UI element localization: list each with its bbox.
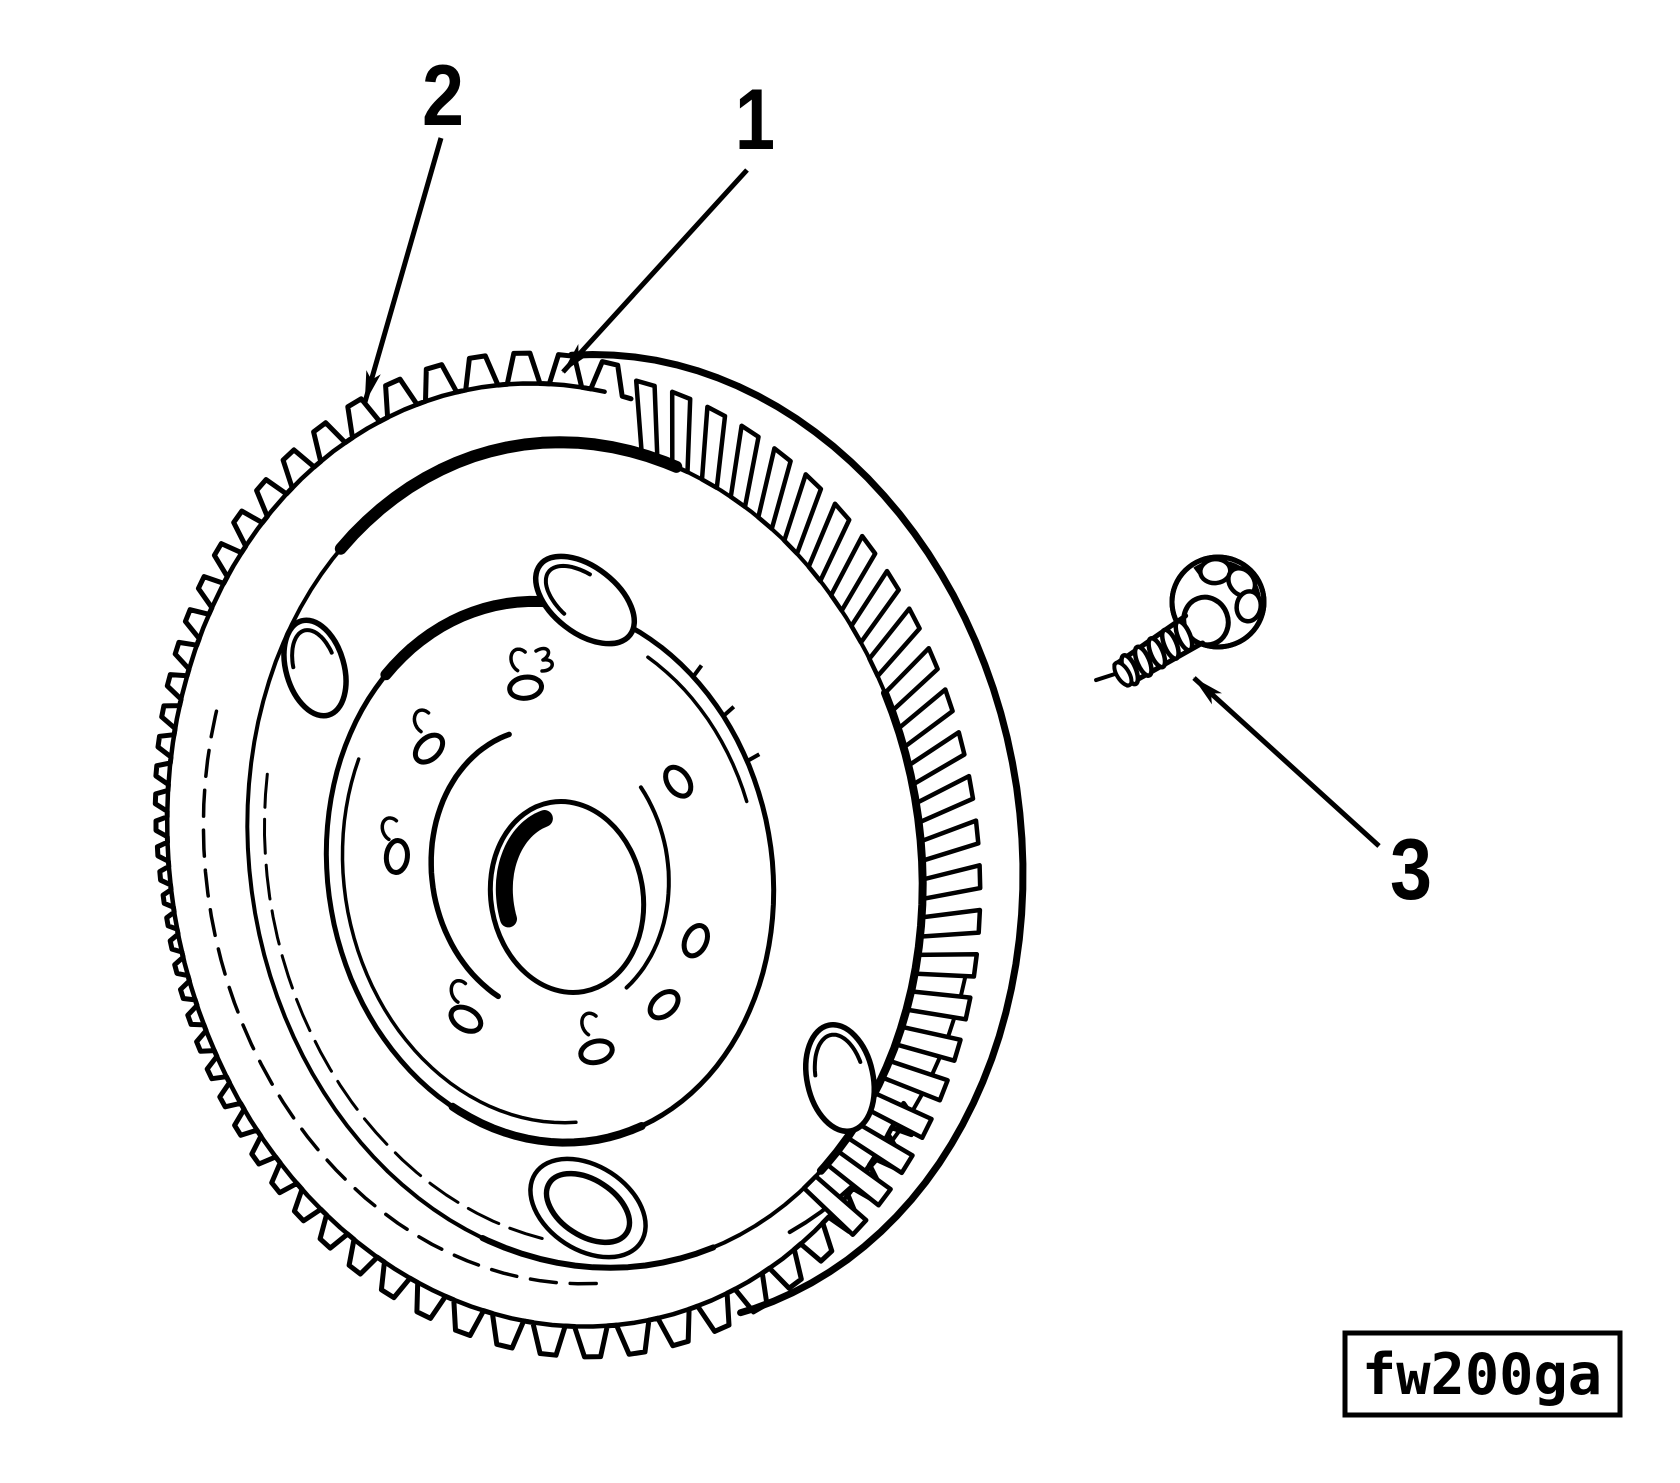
shading-tick — [691, 664, 704, 678]
bolt-shank — [1094, 613, 1206, 688]
gear-tooth-rung — [917, 907, 983, 939]
shading-tick — [449, 978, 468, 1004]
contour-line — [290, 628, 334, 670]
gear-tooth-rung — [782, 472, 824, 556]
recess-shadow-bottom — [448, 1102, 646, 1147]
callout-label-2: 2 — [422, 48, 464, 144]
shading-mark — [534, 646, 554, 673]
gear-tooth-rung — [913, 773, 976, 825]
ring-gear-teeth-silhouette — [152, 350, 920, 1360]
callout-label-1: 1 — [735, 72, 775, 168]
shading-tick — [580, 1011, 598, 1037]
gear-tooth-rung — [756, 446, 793, 532]
shading-tick — [722, 705, 736, 718]
face-shadow-bottom — [479, 1235, 717, 1271]
face-thin-arc — [263, 772, 544, 1240]
hub-bolt-hole — [578, 1038, 615, 1066]
callout-leaders — [362, 137, 1381, 848]
gear-tooth-rung — [904, 989, 973, 1022]
figure-code-box: fw200ga — [1342, 1330, 1623, 1418]
figure-code-text: fw200ga — [1362, 1342, 1602, 1408]
face-shadow-top — [334, 436, 683, 555]
bolt-tip — [1112, 660, 1134, 688]
hub-bolt-hole — [448, 1004, 484, 1034]
face-thin-arc — [201, 707, 598, 1286]
hub-boss-arc — [624, 785, 671, 990]
hub-boss-arc — [428, 731, 512, 1000]
bolt-thread — [1146, 636, 1168, 670]
gear-tooth-rung — [728, 423, 761, 510]
hub-and-bore — [323, 595, 777, 1147]
figure-code-frame — [1342, 1330, 1623, 1418]
bolt-hex-corner — [1234, 589, 1264, 624]
recess-shadow-top — [380, 595, 567, 681]
bolt-thread — [1173, 619, 1195, 653]
hub-bolt-hole — [412, 732, 446, 765]
balance-holes — [281, 553, 877, 1260]
leader-line-3 — [1192, 676, 1381, 848]
hub-bolt-hole — [681, 923, 710, 959]
balance-hole — [281, 617, 349, 719]
bolt-tip-spike — [1094, 671, 1118, 683]
recess-inner-line — [340, 757, 578, 1125]
bolt-thread — [1132, 644, 1154, 678]
bore-shadow — [495, 810, 553, 928]
contour-line — [812, 1032, 863, 1078]
bolt-head-outline — [1169, 554, 1267, 650]
gear-tooth-rung — [918, 818, 981, 864]
gear-tooth-rung — [699, 404, 728, 491]
gear-tooth-rung — [920, 863, 983, 902]
mounting-capscrew — [1094, 554, 1267, 688]
hub-bolt-hole — [663, 764, 694, 799]
contour-line — [543, 563, 592, 616]
recess-inner-line — [646, 655, 749, 804]
hub-bolt-hole — [647, 989, 681, 1021]
hub-bolt-hole — [507, 674, 545, 701]
balance-hole — [543, 1170, 633, 1246]
crankshaft-bore — [487, 799, 647, 995]
leader-line-2 — [362, 137, 444, 403]
balance-hole — [532, 553, 638, 647]
gear-tooth-rung — [912, 951, 980, 979]
shading-tick — [380, 816, 399, 842]
shading-tick — [509, 647, 527, 673]
leader-line-1 — [561, 168, 749, 374]
shading-tick — [412, 708, 431, 734]
hub-bolt-hole — [383, 838, 410, 875]
shading-tick — [746, 752, 761, 763]
bolt-thread — [1159, 627, 1181, 661]
callout-label-3: 3 — [1390, 822, 1432, 918]
flywheel-rim-outline — [568, 351, 1027, 1317]
